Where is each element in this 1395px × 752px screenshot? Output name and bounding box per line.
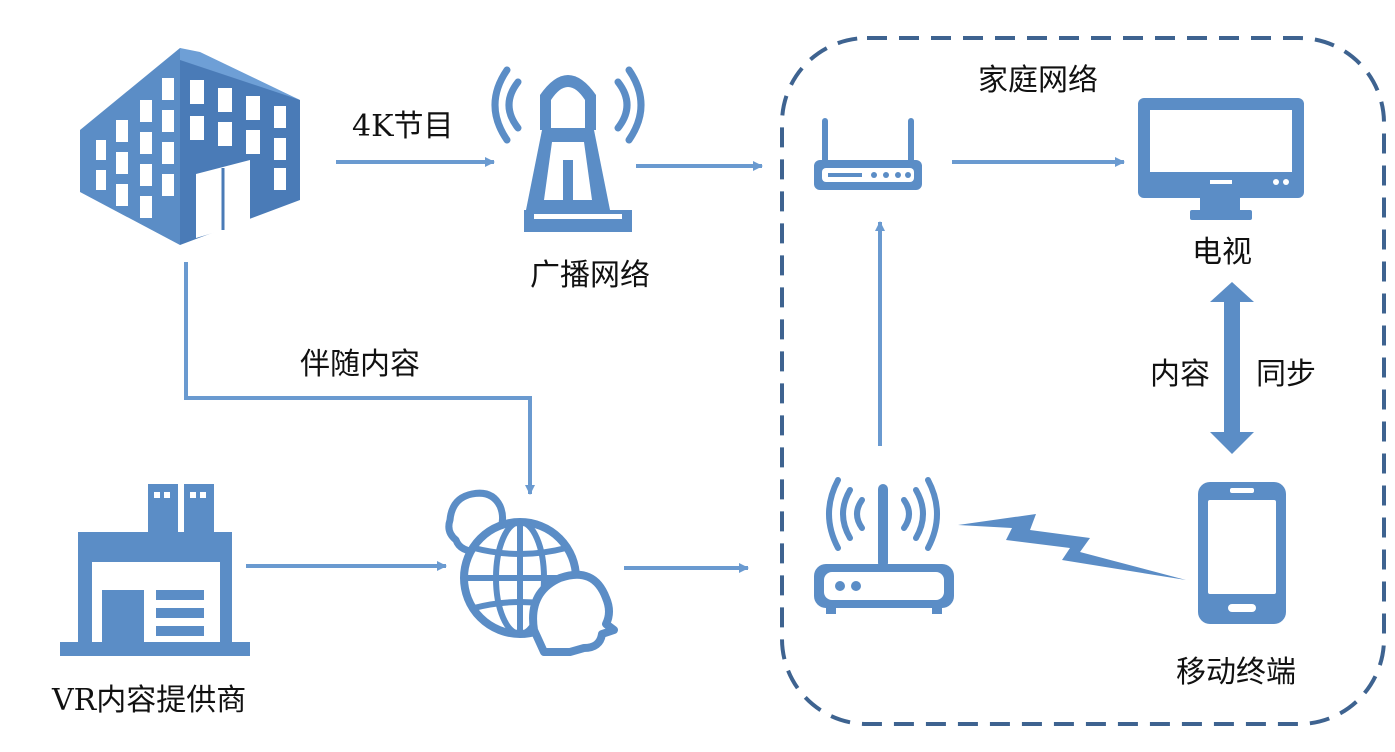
smartphone-icon — [1198, 482, 1286, 624]
globe-users-icon — [445, 489, 618, 656]
wifi-router-icon — [814, 477, 954, 614]
label-mobile-terminal: 移动终端 — [1176, 655, 1296, 690]
sync-double-arrow — [1210, 282, 1254, 454]
broadcast-tower-icon — [491, 66, 645, 232]
label-broadcast-network: 广播网络 — [530, 258, 650, 293]
router-icon — [814, 118, 922, 190]
monitor-icon — [1138, 98, 1304, 220]
label-tv: 电视 — [1192, 235, 1252, 270]
label-4k-program: 4K节目 — [352, 109, 454, 144]
arrow-building-to-globe — [184, 262, 535, 495]
label-vr-provider: VR内容提供商 — [51, 683, 246, 718]
lightning-bolt-icon — [958, 514, 1186, 580]
label-home-network: 家庭网络 — [978, 63, 1098, 98]
label-accompanying-content: 伴随内容 — [300, 347, 420, 382]
office-building-icon — [80, 48, 300, 245]
factory-icon — [60, 484, 250, 656]
label-sync: 同步 — [1256, 357, 1316, 392]
label-content: 内容 — [1150, 357, 1210, 392]
